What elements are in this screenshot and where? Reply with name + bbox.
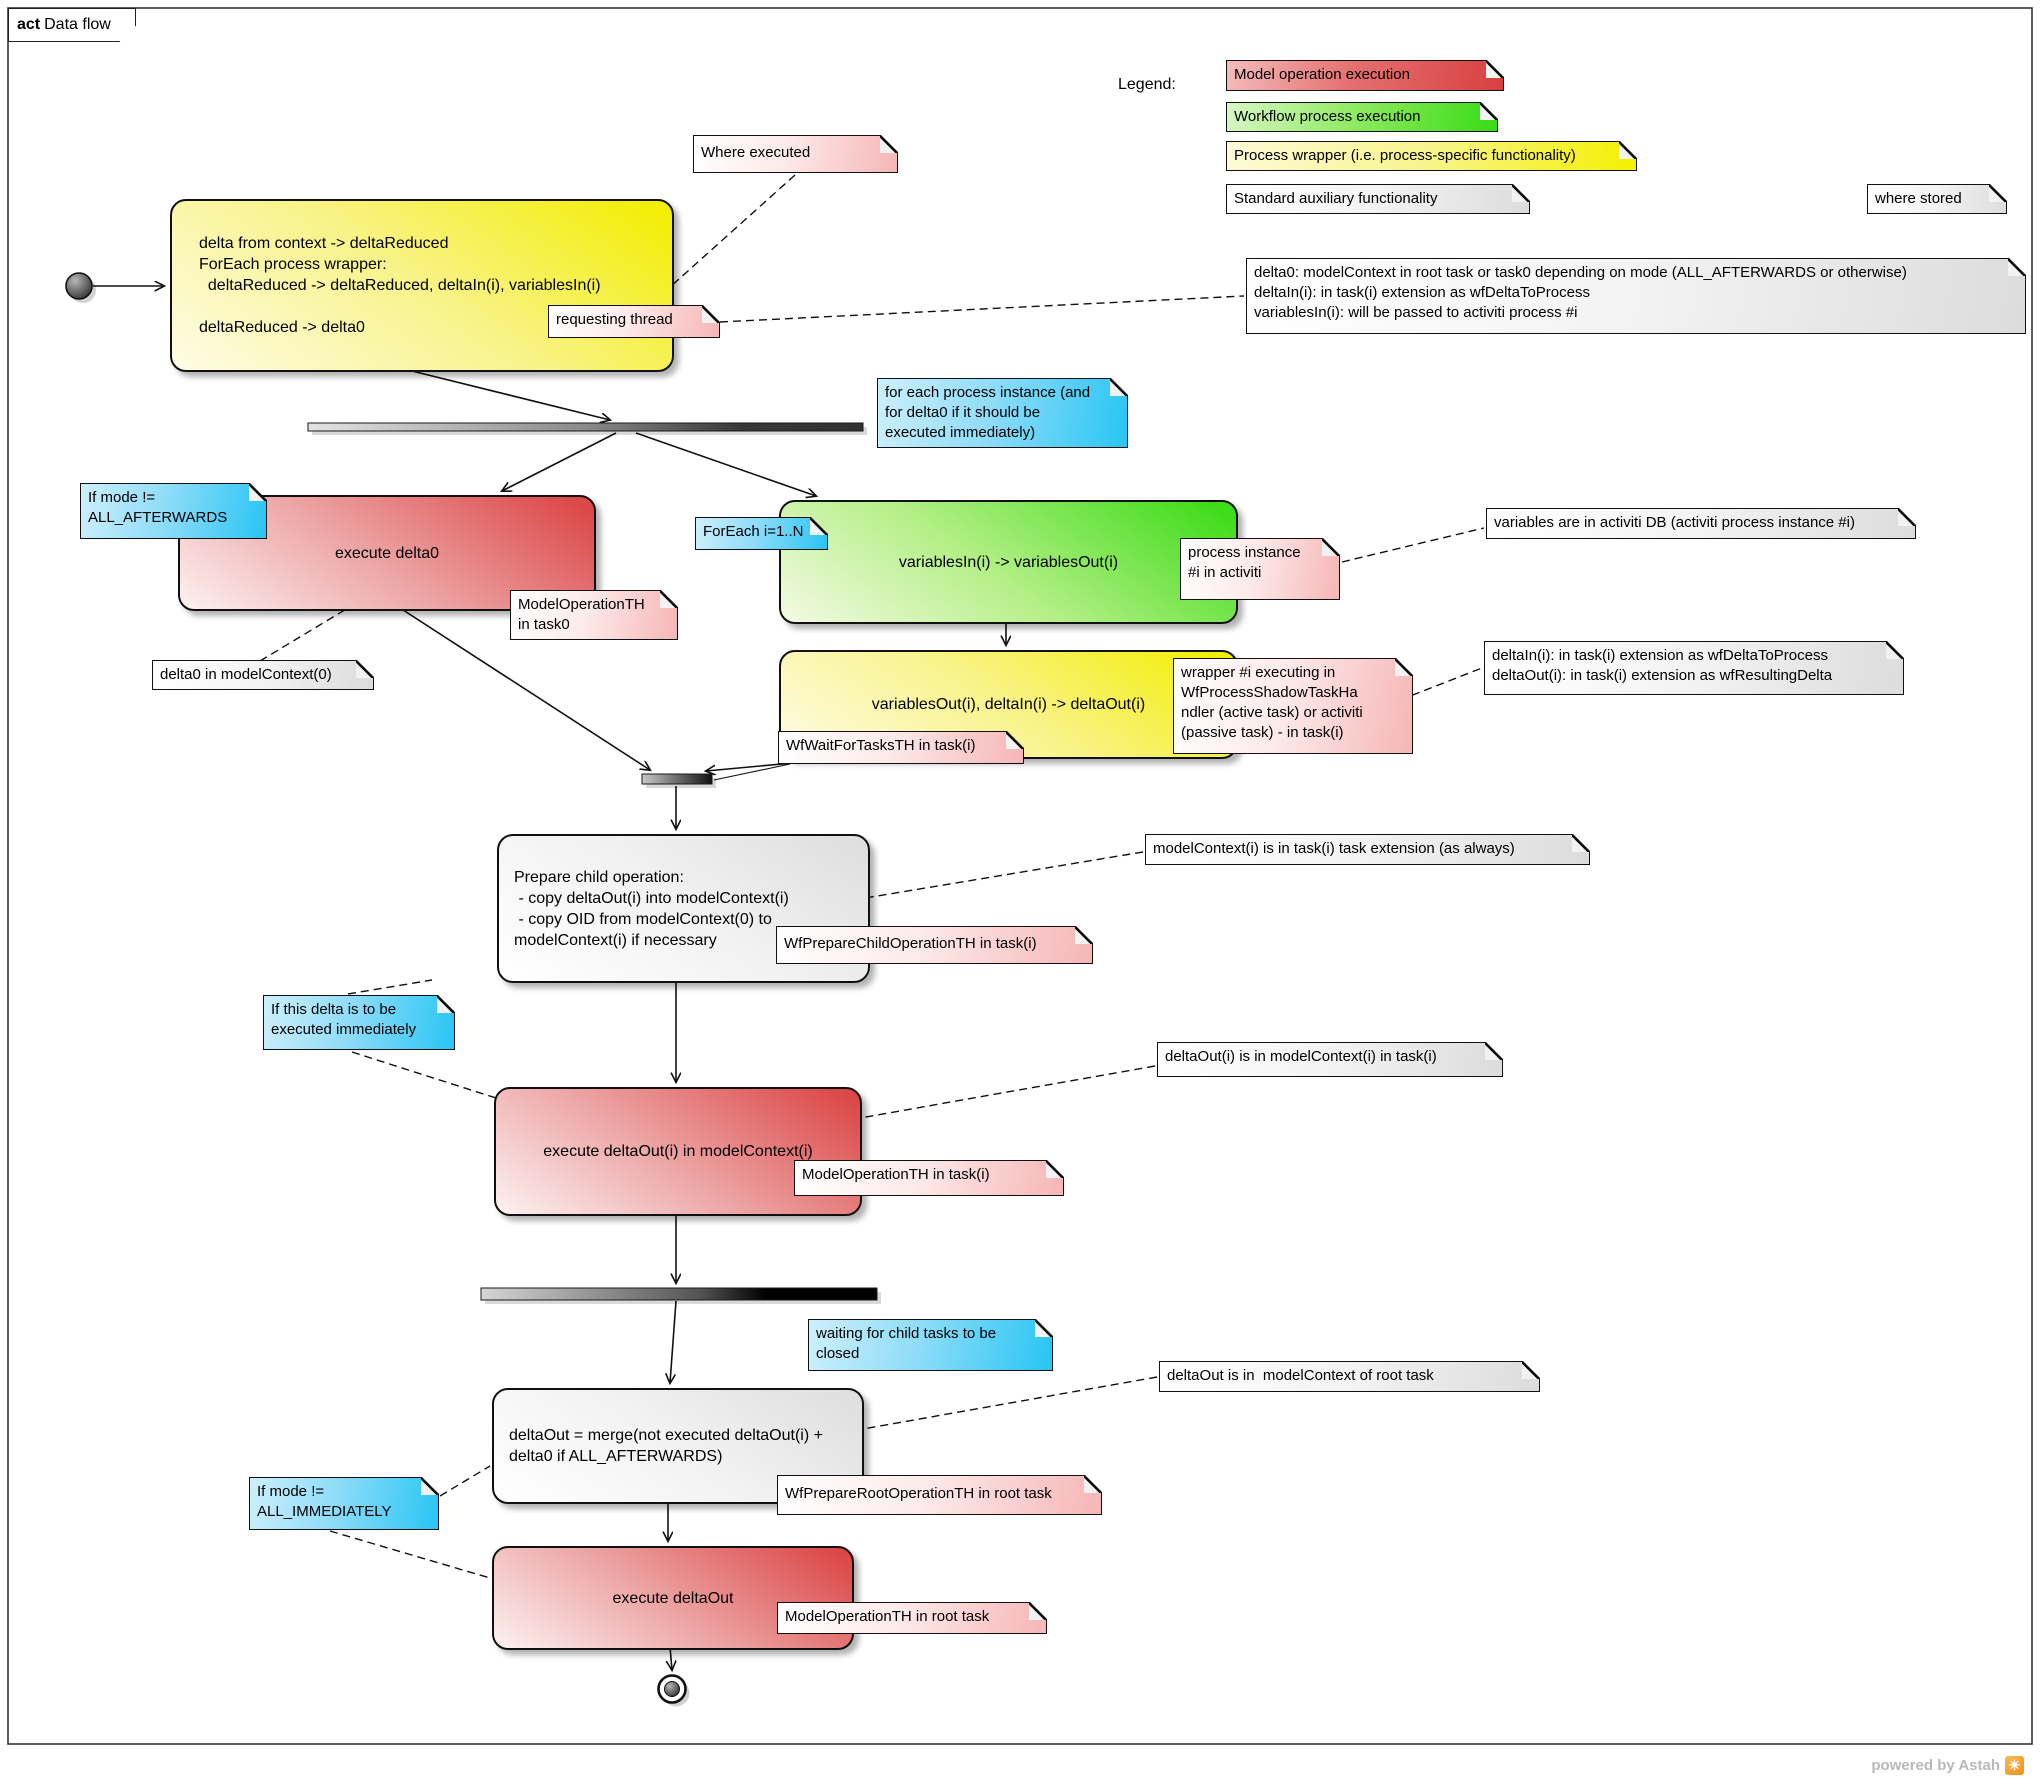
note-if-delta-immediate: If this delta is to be executed immediat… [263, 995, 455, 1050]
note-storage-overview: delta0: modelContext in root task or tas… [1246, 258, 2026, 334]
action-execute-delta-out: execute deltaOut [492, 1546, 854, 1650]
note-wf-wait-for-tasks: WfWaitForTasksTH in task(i) [778, 731, 1024, 764]
note-model-operation-taski: ModelOperationTH in task(i) [794, 1160, 1064, 1196]
final-node-core [664, 1681, 680, 1697]
frame-tab: act Data flow [8, 8, 136, 42]
diagram-frame [7, 7, 2033, 1745]
initial-node [65, 272, 93, 300]
note-wrapper-executing: wrapper #i executing in WfProcessShadowT… [1173, 658, 1413, 754]
legend-item-model-operation: Model operation execution [1226, 60, 1504, 91]
note-wf-prepare-child: WfPrepareChildOperationTH in task(i) [776, 926, 1093, 964]
note-process-instance-activiti: process instance #i in activiti [1180, 538, 1340, 600]
note-where-stored: where stored [1867, 184, 2007, 214]
note-where-executed: Where executed [693, 135, 898, 173]
note-if-mode-not-all-immediately: If mode != ALL_IMMEDIATELY [249, 1477, 439, 1530]
join-bar-children [480, 1287, 878, 1301]
note-wf-prepare-root: WfPrepareRootOperationTH in root task [777, 1475, 1102, 1515]
note-waiting-children: waiting for child tasks to be closed [808, 1319, 1053, 1371]
action-text: execute deltaOut [612, 1589, 734, 1607]
action-text: variablesOut(i), deltaIn(i) -> deltaOut(… [871, 696, 1146, 713]
note-model-operation-task0: ModelOperationTH in task0 [510, 590, 678, 640]
action-variables-in-out: variablesIn(i) -> variablesOut(i) [779, 500, 1238, 624]
note-for-each-instance: for each process instance (and for delta… [877, 378, 1128, 448]
powered-by-text: powered by Astah [1871, 1757, 2000, 1774]
fork-bar-processes [307, 422, 864, 432]
action-text: execute delta0 [334, 544, 440, 562]
note-links [259, 174, 1485, 1579]
note-variables-in-activiti-db: variables are in activiti DB (activiti p… [1486, 508, 1916, 539]
note-model-context-extension: modelContext(i) is in task(i) task exten… [1145, 834, 1590, 865]
action-text: deltaOut = merge(not executed deltaOut(i… [509, 1427, 823, 1465]
frame-keyword: act [17, 16, 41, 33]
legend-item-workflow-process: Workflow process execution [1226, 102, 1498, 132]
note-model-operation-root: ModelOperationTH in root task [777, 1602, 1047, 1634]
action-execute-delta-out-i: execute deltaOut(i) in modelContext(i) [494, 1087, 862, 1216]
action-text: Prepare child operation: - copy deltaOut… [514, 868, 789, 949]
note-anchor-lines [713, 763, 791, 781]
note-delta-in-out-storage: deltaIn(i): in task(i) extension as wfDe… [1484, 641, 1904, 695]
control-flow-arrows [93, 286, 1006, 1670]
note-if-mode-not-all-afterwards: If mode != ALL_AFTERWARDS [80, 483, 267, 539]
legend-label: Legend: [1118, 76, 1176, 93]
note-delta-out-i-storage: deltaOut(i) is in modelContext(i) in tas… [1157, 1042, 1503, 1077]
action-process-wrapper-reduce: delta from context -> deltaReduced ForEa… [170, 199, 674, 372]
note-delta0-in-model-context0: delta0 in modelContext(0) [152, 660, 374, 690]
astah-logo-icon: ✳ [2005, 1756, 2024, 1775]
frame-title: Data flow [44, 16, 111, 33]
legend-item-process-wrapper: Process wrapper (i.e. process-specific f… [1226, 141, 1637, 171]
action-text: variablesIn(i) -> variablesOut(i) [898, 553, 1119, 571]
note-requesting-thread: requesting thread [548, 305, 720, 338]
legend-item-auxiliary: Standard auxiliary functionality [1226, 184, 1530, 214]
note-foreach-i: ForEach i=1..N [695, 517, 828, 550]
action-text: delta from context -> deltaReduced ForEa… [199, 235, 601, 336]
action-text: execute deltaOut(i) in modelContext(i) [543, 1143, 813, 1160]
join-bar-tasks [641, 773, 713, 785]
powered-by: powered by Astah ✳ [1871, 1756, 2024, 1775]
note-delta-out-root-storage: deltaOut is in modelContext of root task [1159, 1361, 1540, 1392]
